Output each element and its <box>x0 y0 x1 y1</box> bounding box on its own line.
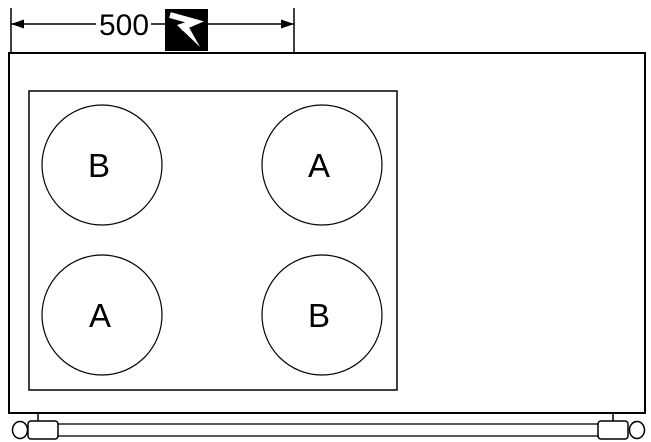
lightning-bolt-icon <box>165 9 208 51</box>
dimension-arrow-right <box>281 19 294 29</box>
burner-label-top-right: A <box>308 147 330 184</box>
rail-bar <box>56 423 600 437</box>
rail-bracket-right <box>597 420 629 440</box>
dimension-value-label: 500 <box>99 9 149 42</box>
dimension-arrow-left <box>11 19 24 29</box>
burner-circle-top-right <box>261 104 383 226</box>
burner-circle-bottom-right <box>261 254 383 376</box>
width-dimension: 500 <box>10 8 295 57</box>
burner-circle-top-left <box>41 104 163 226</box>
burner-circle-bottom-left <box>41 254 163 376</box>
rail-end-cap-right <box>628 420 646 440</box>
rail-end-cap-left <box>11 420 29 440</box>
burner-label-bottom-left: A <box>89 297 111 334</box>
rail-bracket-left <box>27 420 59 440</box>
lightning-icon-glyph-tip <box>177 22 200 47</box>
burner-label-bottom-right: B <box>308 297 330 334</box>
front-rail-assembly <box>11 414 646 440</box>
burner-label-top-left: B <box>88 147 110 184</box>
